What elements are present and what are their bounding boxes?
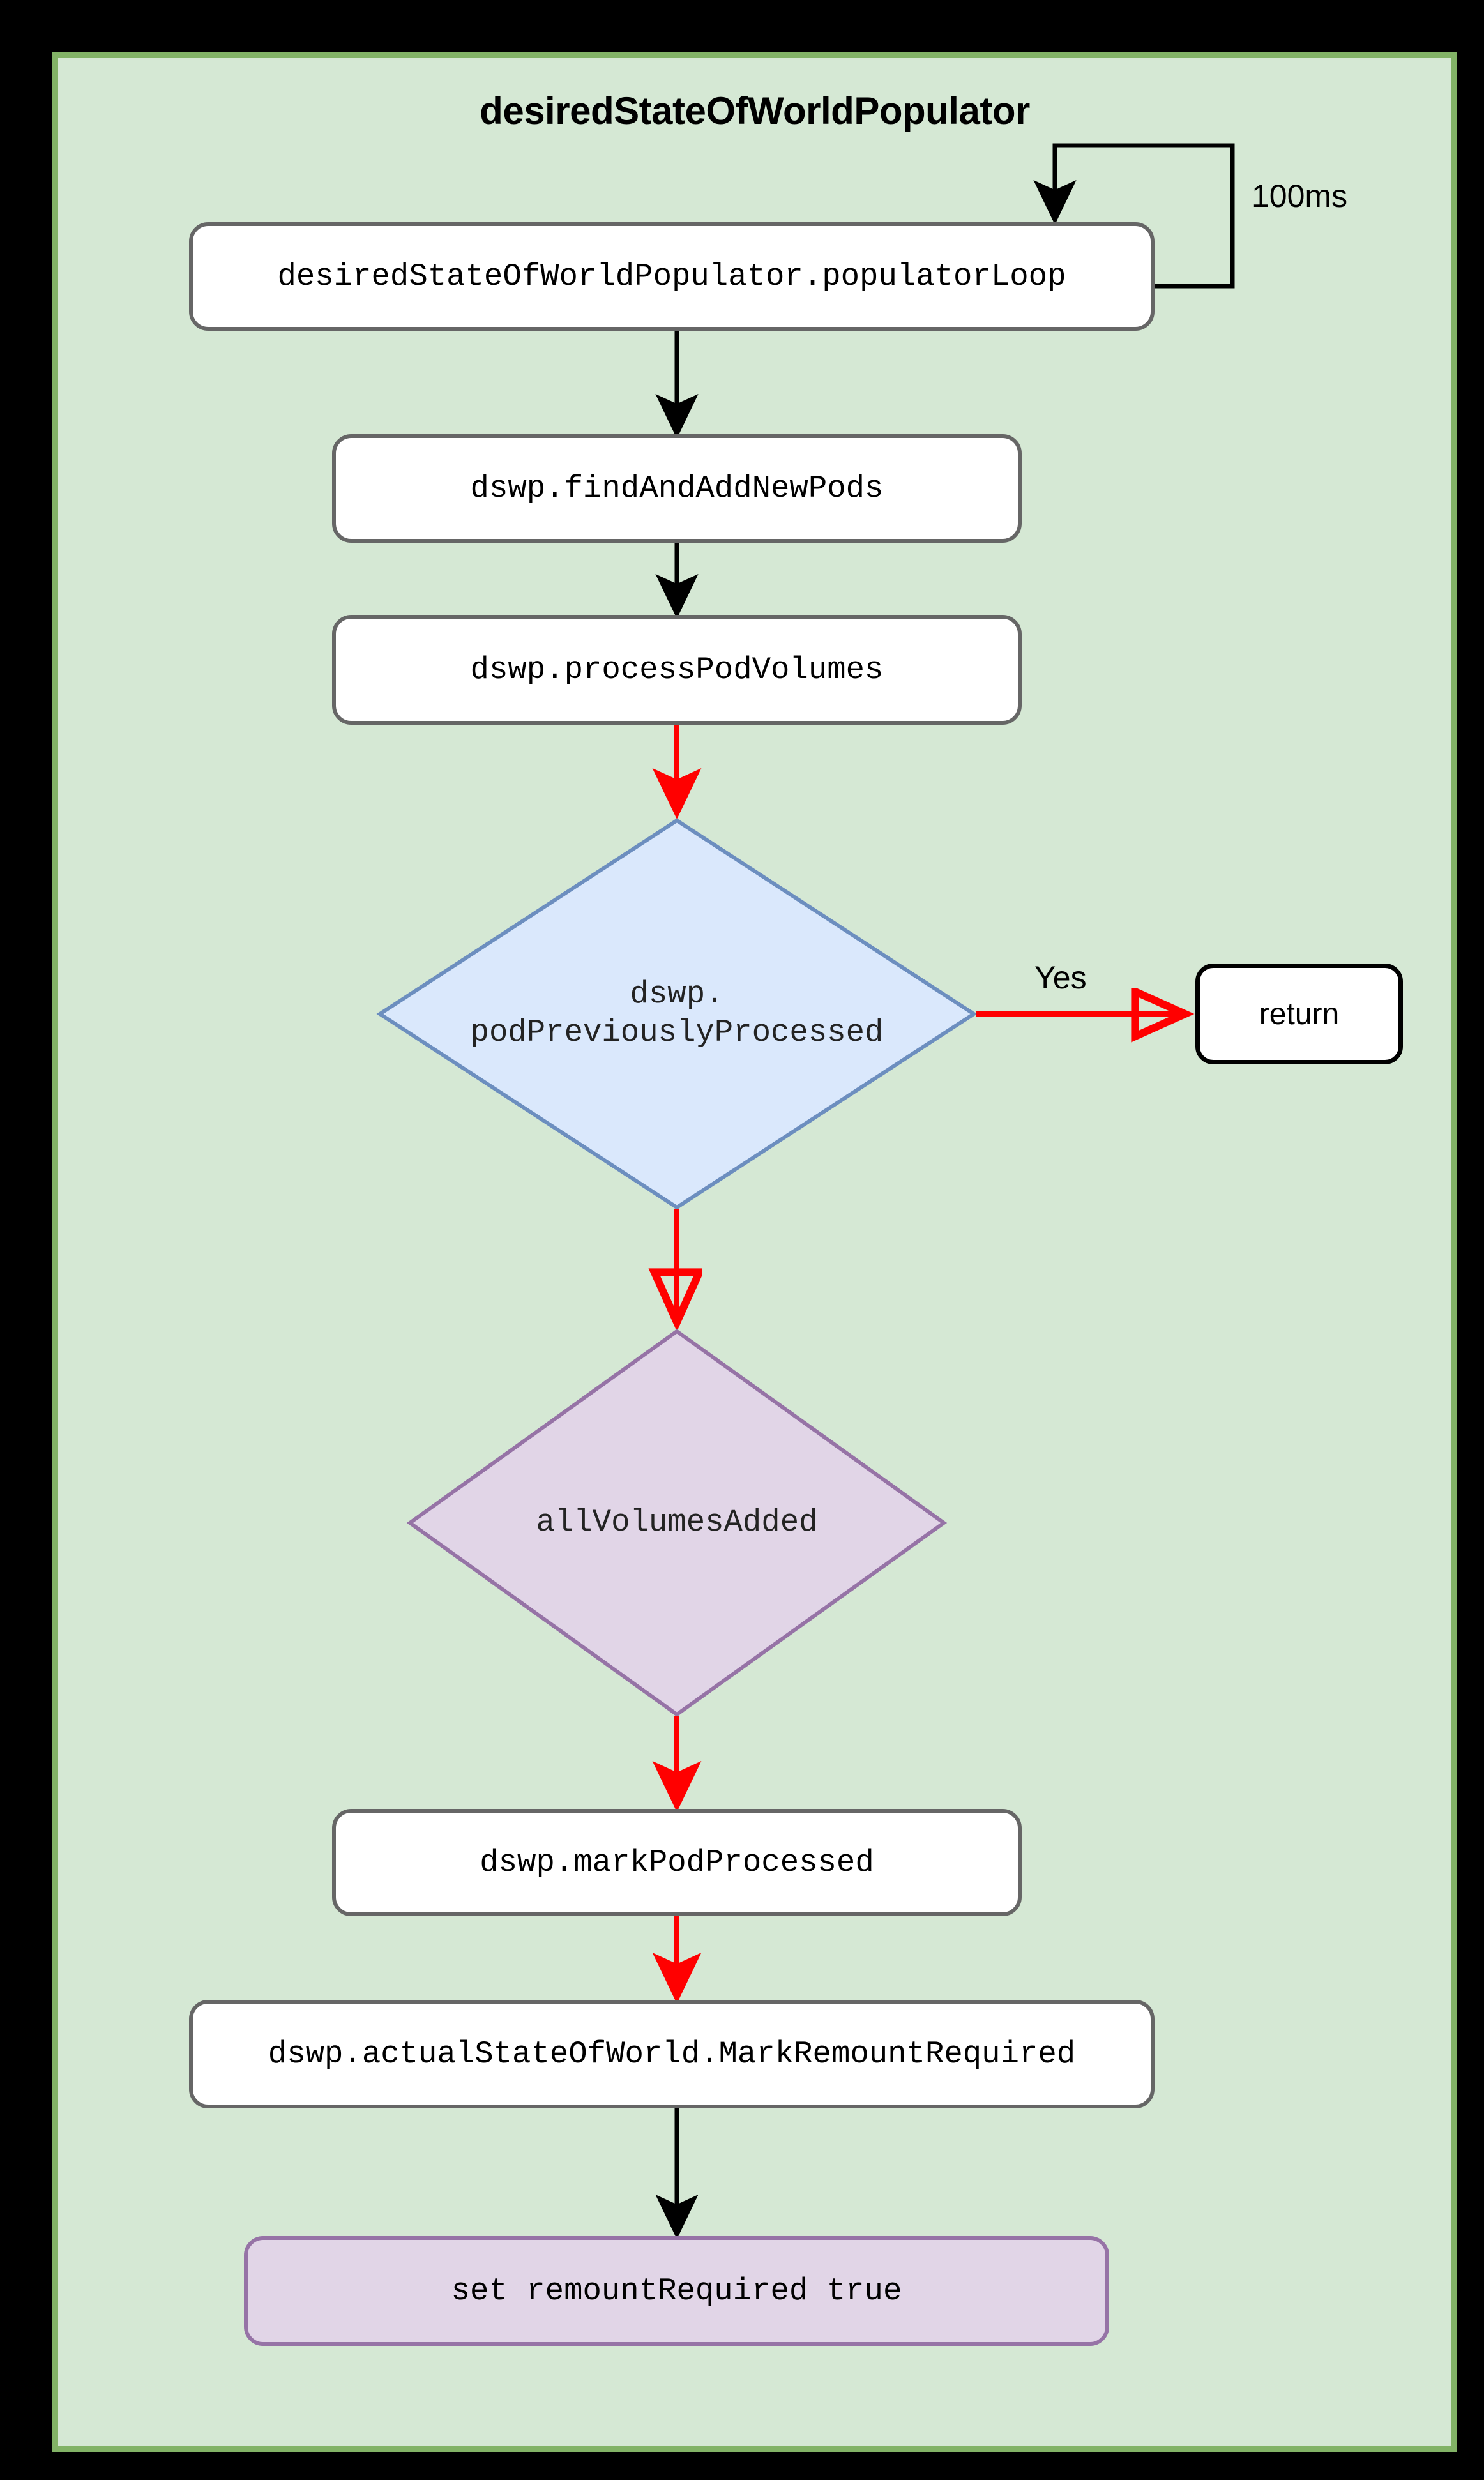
edge-label-yes: Yes [1034,960,1087,995]
node-mark-remount-required[interactable]: dswp.actualStateOfWorld.MarkRemountRequi… [189,2000,1155,2108]
edge-label-100ms: 100ms [1252,178,1348,214]
page-title: desiredStateOfWorldPopulator [480,89,1030,132]
node-mark-pod-processed[interactable]: dswp.markPodProcessed [332,1809,1022,1916]
node-find-and-add-new-pods[interactable]: dswp.findAndAddNewPods [332,434,1022,543]
node-set-remount-required[interactable]: set remountRequired true [244,2236,1109,2346]
node-populator-loop[interactable]: desiredStateOfWorldPopulator.populatorLo… [189,222,1155,331]
node-process-pod-volumes[interactable]: dswp.processPodVolumes [332,615,1022,725]
node-return[interactable]: return [1195,964,1403,1064]
